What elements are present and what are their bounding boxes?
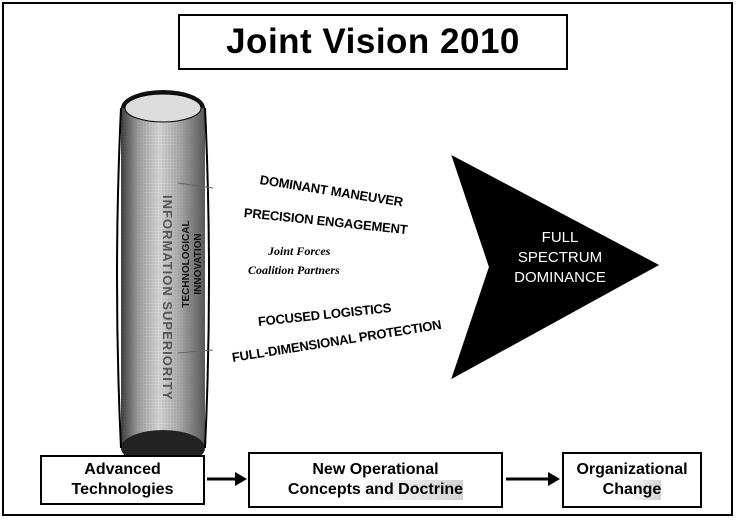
right-arrow-icon	[506, 472, 560, 486]
box1-line2: Technologies	[71, 481, 174, 498]
box2-line2: Concepts and Doctrine	[287, 480, 464, 500]
fsd-line3: DOMINANCE	[514, 269, 606, 286]
box2-line1: New Operational	[312, 461, 439, 478]
title-box: Joint Vision 2010	[178, 14, 568, 70]
full-spectrum-dominance-label: FULL SPECTRUM DOMINANCE	[490, 228, 630, 288]
joint-forces-label: Joint Forces	[268, 244, 331, 258]
advanced-technologies-box: Advanced Technologies	[40, 455, 205, 505]
fsd-line2: SPECTRUM	[517, 249, 603, 266]
box1-line1: Advanced	[84, 461, 161, 478]
information-superiority-label: INFORMATION SUPERIORITY	[160, 195, 175, 401]
full-spectrum-arrow	[451, 155, 660, 380]
new-operational-concepts-box: New Operational Concepts and Doctrine	[248, 452, 503, 508]
innovation-line: INNOVATION	[193, 233, 204, 295]
organizational-change-box: Organizational Change	[562, 452, 702, 508]
coalition-partners-label: Coalition Partners	[248, 263, 340, 277]
fsd-line1: FULL	[541, 229, 579, 246]
technological-line: TECHNOLOGICAL	[181, 220, 192, 308]
box3-line2: Change	[602, 480, 662, 500]
slide-title: Joint Vision 2010	[226, 22, 520, 61]
box3-line1: Organizational	[576, 461, 688, 478]
right-arrow-icon	[207, 472, 247, 486]
technological-innovation-label: TECHNOLOGICAL INNOVATION	[181, 194, 209, 334]
